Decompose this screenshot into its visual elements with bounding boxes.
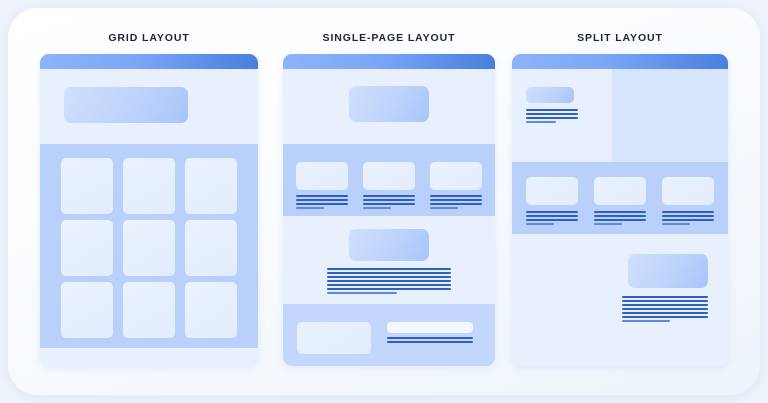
grid-tile[interactable] xyxy=(185,158,237,214)
text-line-short xyxy=(526,121,556,123)
text-line xyxy=(622,308,708,310)
text-line xyxy=(622,304,708,306)
text-line-short xyxy=(662,223,690,225)
mockup-split-layout xyxy=(512,54,728,366)
content-block xyxy=(349,229,429,261)
text-line-short xyxy=(430,207,458,209)
text-line xyxy=(327,272,451,274)
feature-card[interactable] xyxy=(594,177,646,205)
text-line xyxy=(327,276,451,278)
text-line-short xyxy=(296,207,324,209)
text-line xyxy=(526,215,578,217)
text-line xyxy=(327,284,451,286)
footer-block[interactable] xyxy=(297,322,371,354)
footer-input-bar[interactable] xyxy=(387,322,473,333)
panel-split-layout[interactable]: SPLIT LAYOUT xyxy=(512,32,728,372)
text-line xyxy=(363,195,415,197)
split-column-left xyxy=(512,69,612,162)
mockup-grid-layout xyxy=(40,54,258,366)
feature-card[interactable] xyxy=(363,162,415,190)
illustration-card: GRID LAYOUT xyxy=(8,8,760,395)
grid-tile[interactable] xyxy=(123,282,175,338)
text-line xyxy=(526,113,578,115)
grid-tile[interactable] xyxy=(185,282,237,338)
feature-card[interactable] xyxy=(430,162,482,190)
mockup-header-bar xyxy=(512,54,728,69)
feature-card[interactable] xyxy=(296,162,348,190)
text-line xyxy=(594,219,646,221)
hero-block xyxy=(349,86,429,122)
text-line xyxy=(387,341,473,343)
text-line-short xyxy=(526,223,554,225)
text-line-short xyxy=(363,207,391,209)
text-line xyxy=(430,203,482,205)
grid-tile[interactable] xyxy=(61,220,113,276)
text-line xyxy=(662,219,714,221)
panel-title-split-layout: SPLIT LAYOUT xyxy=(577,32,663,44)
text-line-short xyxy=(594,223,622,225)
text-line xyxy=(387,337,473,339)
text-line-short xyxy=(327,292,397,294)
text-line xyxy=(622,300,708,302)
footer-band xyxy=(40,348,258,366)
panel-grid-layout[interactable]: GRID LAYOUT xyxy=(40,32,258,372)
text-line xyxy=(327,268,451,270)
mockup-header-bar xyxy=(283,54,495,69)
text-line-short xyxy=(622,320,670,322)
text-line xyxy=(594,211,646,213)
split-column-right xyxy=(612,69,728,162)
left-column-block xyxy=(526,87,574,103)
text-line xyxy=(622,296,708,298)
text-line xyxy=(526,117,578,119)
text-line xyxy=(430,195,482,197)
text-line xyxy=(327,280,451,282)
text-line xyxy=(662,215,714,217)
grid-tile[interactable] xyxy=(61,158,113,214)
grid-tile[interactable] xyxy=(61,282,113,338)
mockup-single-page-layout xyxy=(283,54,495,366)
panel-title-single-page-layout: SINGLE-PAGE LAYOUT xyxy=(322,32,456,44)
hero-block xyxy=(64,87,188,123)
feature-card[interactable] xyxy=(526,177,578,205)
text-line xyxy=(662,211,714,213)
text-line xyxy=(594,215,646,217)
text-line xyxy=(622,312,708,314)
lower-column-left xyxy=(512,234,612,366)
text-line xyxy=(363,203,415,205)
text-line xyxy=(622,316,708,318)
layout-panels: GRID LAYOUT xyxy=(8,8,760,395)
grid-tile[interactable] xyxy=(123,220,175,276)
text-line xyxy=(526,109,578,111)
text-line xyxy=(526,211,578,213)
grid-tile[interactable] xyxy=(185,220,237,276)
lower-block xyxy=(628,254,708,288)
text-line xyxy=(296,199,348,201)
text-line xyxy=(526,219,578,221)
text-line xyxy=(327,288,451,290)
mockup-header-bar xyxy=(40,54,258,69)
text-line xyxy=(363,199,415,201)
feature-card[interactable] xyxy=(662,177,714,205)
text-line xyxy=(296,195,348,197)
grid-tile[interactable] xyxy=(123,158,175,214)
panel-single-page-layout[interactable]: SINGLE-PAGE LAYOUT xyxy=(283,32,495,372)
text-line xyxy=(430,199,482,201)
panel-title-grid-layout: GRID LAYOUT xyxy=(108,32,190,44)
text-line xyxy=(296,203,348,205)
